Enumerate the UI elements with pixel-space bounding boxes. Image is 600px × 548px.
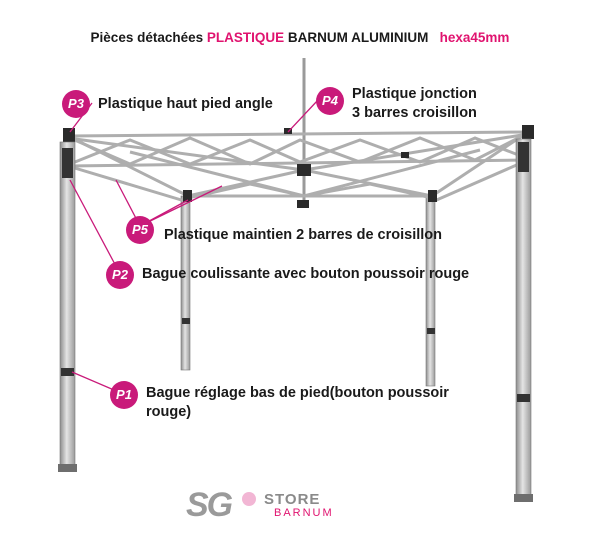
front-left-foot <box>58 464 77 472</box>
logo-store: STORE <box>264 491 321 508</box>
front-right-leg-ring <box>517 394 530 402</box>
title-highlight: PLASTIQUE <box>206 30 285 45</box>
badge-p4: P4 <box>316 87 344 115</box>
badge-p3: P3 <box>62 90 90 118</box>
scissor-trusses <box>67 130 529 204</box>
label-p1-line2: rouge) <box>146 404 192 420</box>
label-p4-line2: 3 barres croisillon <box>352 105 477 121</box>
diagram-title: Pièces détachées PLASTIQUE BARNUM ALUMIN… <box>0 30 600 45</box>
title-spec: hexa45mm <box>439 30 510 45</box>
badge-p1: P1 <box>110 381 138 409</box>
label-p1: Bague réglage bas de pied(bouton poussoi… <box>146 385 449 401</box>
back-right-leg <box>425 195 436 387</box>
front-right-foot <box>514 494 533 502</box>
sg-store-logo: SG STORE BARNUM <box>186 486 386 524</box>
logo-mark: SG <box>186 486 233 524</box>
front-left-slider <box>62 148 73 178</box>
badge-p2: P2 <box>106 261 134 289</box>
title-middle: BARNUM ALUMINIUM <box>284 30 429 45</box>
logo-barnum: BARNUM <box>274 507 334 519</box>
front-left-leg-ring <box>61 368 74 376</box>
front-left-leg <box>59 141 76 469</box>
label-p3: Plastique haut pied angle <box>98 96 273 112</box>
label-p4: Plastique jonction <box>352 86 477 102</box>
label-p2: Bague coulissante avec bouton poussoir r… <box>142 266 470 282</box>
badge-p5: P5 <box>126 216 154 244</box>
plastic-joints <box>63 125 534 208</box>
title-prefix: Pièces détachées <box>90 30 207 45</box>
front-right-slider <box>518 142 529 172</box>
label-p5: Plastique maintien 2 barres de croisillo… <box>164 227 443 243</box>
logo-dot-icon <box>242 492 256 506</box>
front-right-leg <box>515 138 532 500</box>
